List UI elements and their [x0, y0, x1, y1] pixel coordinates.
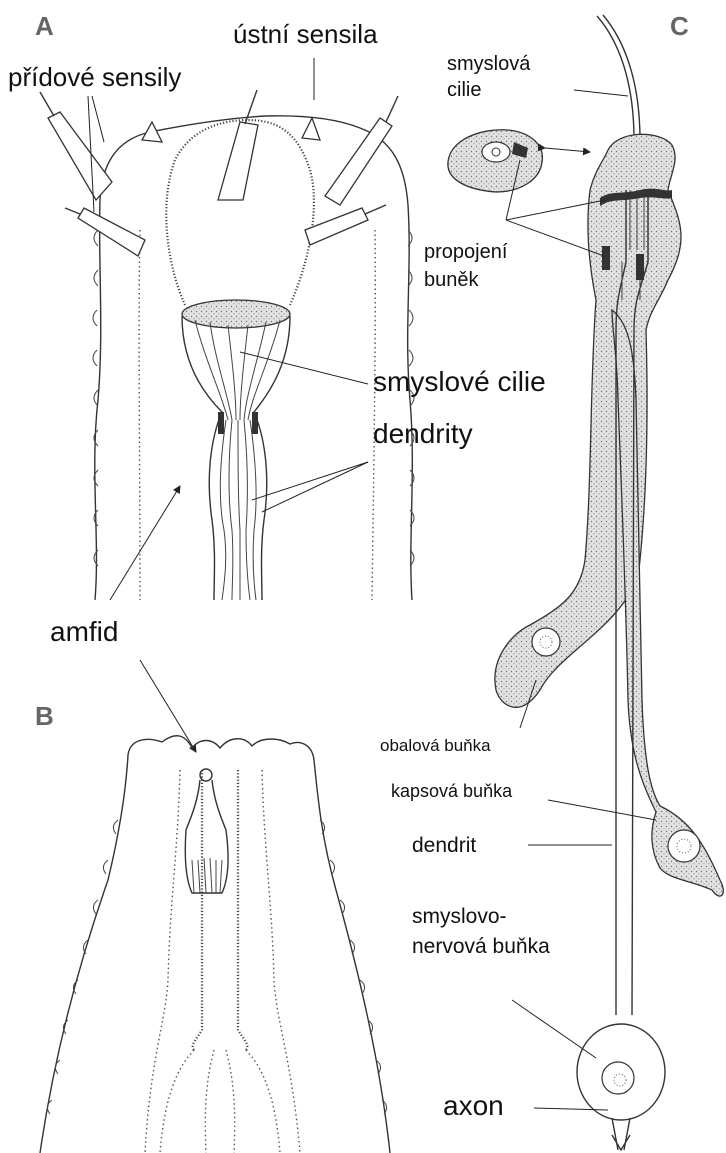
- label-kapsova-bunka: kapsová buňka: [391, 781, 513, 801]
- label-ustni-sensila: ústní sensila: [233, 19, 378, 49]
- leader-amfid-a: [110, 486, 180, 600]
- panel-c-junction-left: [602, 246, 610, 270]
- panel-a-cephalic-seta-3: [325, 118, 392, 205]
- panel-a-junction-left: [218, 412, 224, 434]
- leader-kapsova-bunka: [548, 800, 656, 820]
- label-smyslovo-2: nervová buňka: [412, 935, 550, 958]
- panel-b-inner-left: [145, 770, 180, 1153]
- panel-a-junction-right: [252, 412, 258, 434]
- panel-b-letter: B: [35, 701, 54, 731]
- panel-a-cephalic-seta-2-tip: [65, 208, 80, 214]
- panel-b-amphid-canal: [185, 780, 228, 893]
- label-propojeni-1: propojení: [424, 241, 508, 263]
- panel-b: B: [35, 701, 390, 1153]
- panel-a-seta-center: [218, 122, 258, 200]
- panel-b-amphid-cilia: [192, 858, 222, 893]
- label-axon: axon: [443, 1090, 504, 1121]
- panel-c-sheath-cell: [495, 134, 681, 707]
- panel-b-inner-right: [262, 770, 300, 1153]
- panel-c: C smyslová cilie pro: [380, 11, 723, 1150]
- leader-smyslove-cilie: [240, 352, 368, 384]
- panel-a-dendrites: [220, 420, 256, 600]
- panel-b-buccal-right: [238, 770, 247, 1050]
- leader-smyslova-cilie: [574, 90, 628, 96]
- leader-dendrity-1: [252, 462, 368, 500]
- panel-c-axon: [612, 1118, 630, 1150]
- panel-b-amphid-pore: [200, 769, 212, 781]
- label-amfid: amfid: [50, 616, 118, 647]
- leader-dendrity-2: [262, 462, 368, 512]
- panel-a-cephalic-seta-4: [305, 208, 368, 245]
- panel-c-cross-section-hole: [482, 142, 510, 162]
- leader-pridove-sensily-2: [92, 96, 104, 142]
- label-propojeni-2: buněk: [424, 269, 479, 291]
- label-dendrity: dendrity: [373, 418, 473, 449]
- panel-b-buccal-left: [193, 770, 202, 1050]
- panel-a-amphid-canal: [182, 316, 290, 600]
- panel-c-letter: C: [670, 11, 689, 41]
- panel-a-cephalic-seta-3-tip: [386, 96, 398, 122]
- panel-a-seta-center-tip: [245, 90, 257, 124]
- panel-b-pharynx: [160, 1050, 280, 1153]
- panel-c-cross-section-arrow: [545, 148, 590, 152]
- label-dendrit: dendrit: [412, 834, 476, 857]
- panel-b-left-rings: [47, 820, 118, 1114]
- panel-a-labial-seta-left: [142, 122, 162, 142]
- label-obalova-bunka: obalová buňka: [380, 736, 491, 755]
- panel-a-cilia: [195, 320, 280, 420]
- panel-a-head-outline: [95, 116, 413, 600]
- panel-a: A ústní sensila: [8, 11, 546, 752]
- panel-a-letter: A: [35, 11, 54, 41]
- panel-c-neuron-nucleus: [602, 1062, 634, 1094]
- panel-c-junction-right: [636, 254, 644, 280]
- panel-a-inner-left: [139, 230, 140, 600]
- leader-smyslovo: [512, 1000, 596, 1058]
- label-smyslova-cilie-1: smyslová: [447, 53, 531, 75]
- label-pridove-sensily: přídové sensily: [8, 62, 181, 92]
- panel-a-inner-right: [372, 230, 375, 600]
- panel-a-labial-seta-right: [302, 118, 320, 140]
- panel-a-cephalic-seta-1: [48, 112, 112, 200]
- label-smyslove-cilie: smyslové cilie: [373, 366, 546, 397]
- panel-a-amphid-opening: [182, 300, 290, 328]
- panel-c-pocket-cell: [612, 310, 723, 896]
- panel-c-pocket-cell-nucleus: [668, 830, 700, 862]
- label-smyslova-cilie-2: cilie: [447, 79, 481, 101]
- panel-a-cephalic-seta-1-tip: [40, 92, 54, 116]
- panel-a-cephalic-seta-2: [78, 208, 145, 256]
- panel-c-sheath-cell-nucleus: [532, 628, 560, 656]
- label-smyslovo-1: smyslovo-: [412, 905, 507, 928]
- panel-a-cephalic-seta-4-tip: [365, 205, 386, 214]
